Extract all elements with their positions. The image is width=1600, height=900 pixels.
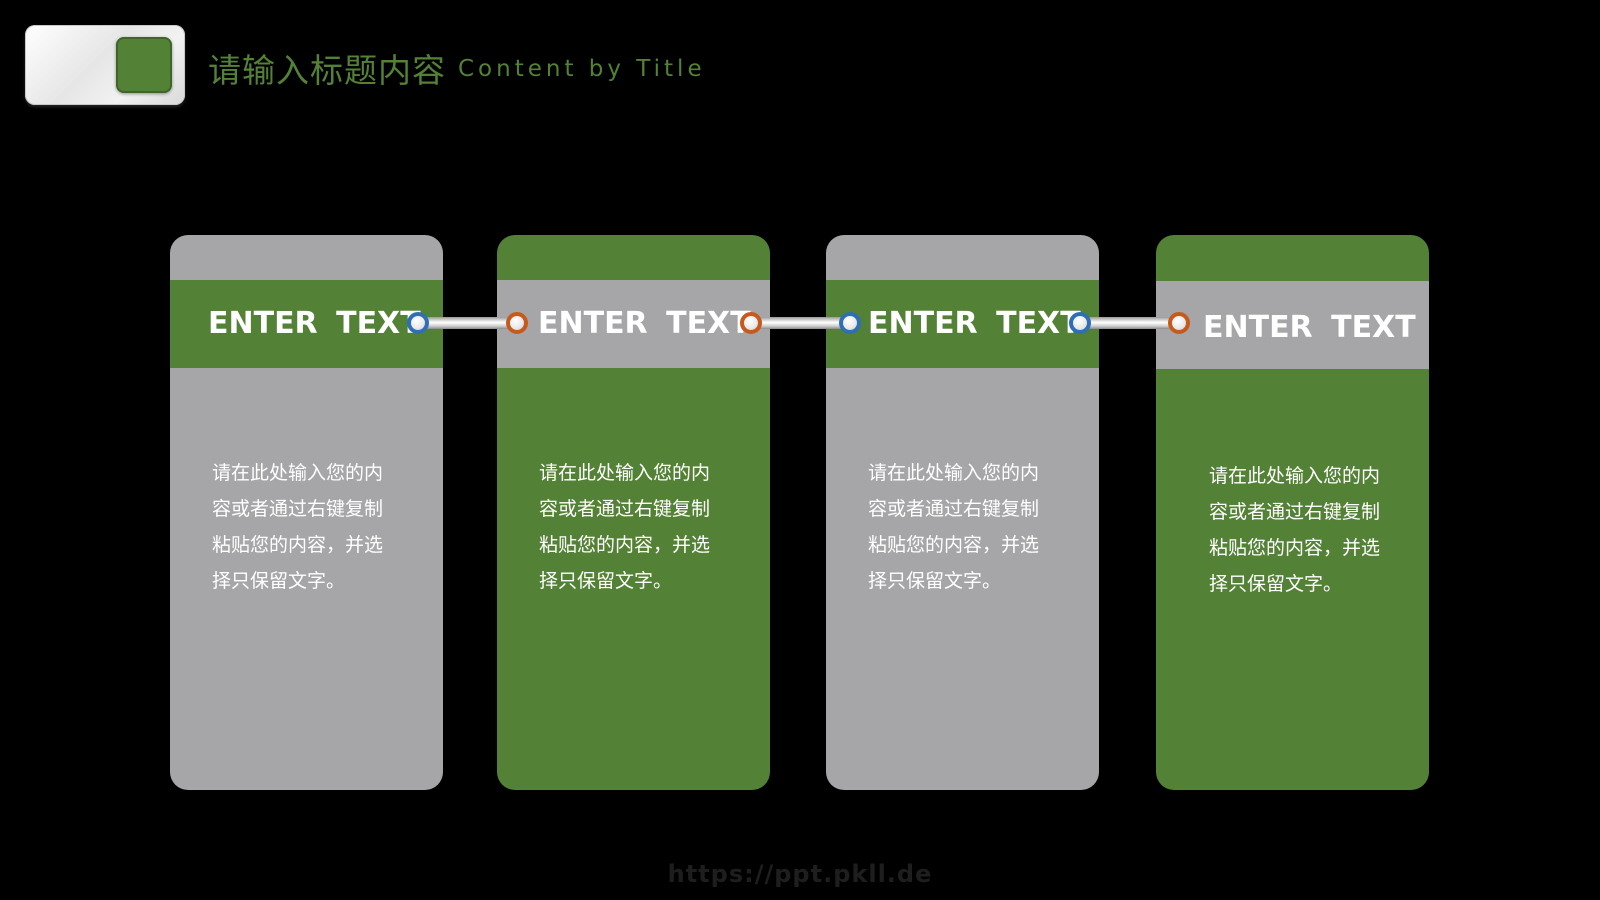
- card-3-heading-band: ENTER TEXT: [826, 280, 1099, 368]
- card-1-line-3: 粘贴您的内容，并选: [212, 534, 384, 556]
- connector-bar-3: [1080, 317, 1180, 329]
- card-1-body: 请在此处输入您的内 容或者通过右键复制 粘贴您的内容，并选 择只保留文字。: [212, 455, 402, 599]
- logo-toggle-knob: [116, 37, 172, 93]
- connector-node-icon: [1168, 312, 1190, 334]
- card-3-line-3: 粘贴您的内容，并选: [868, 534, 1040, 556]
- card-4-heading-band: ENTER TEXT: [1156, 281, 1429, 369]
- card-4-line-3: 粘贴您的内容，并选: [1209, 537, 1381, 559]
- card-1-heading-band: ENTER TEXT: [170, 280, 443, 368]
- card-3-line-4: 择只保留文字。: [868, 570, 1002, 592]
- card-1: ENTER TEXT 请在此处输入您的内 容或者通过右键复制 粘贴您的内容，并选…: [170, 235, 443, 790]
- card-2-line-4: 择只保留文字。: [539, 570, 673, 592]
- card-4-body: 请在此处输入您的内 容或者通过右键复制 粘贴您的内容，并选 择只保留文字。: [1209, 458, 1399, 602]
- card-3-heading: ENTER TEXT: [868, 306, 1081, 341]
- connector-bar-1: [418, 317, 518, 329]
- card-4-line-2: 容或者通过右键复制: [1209, 501, 1381, 523]
- card-3-line-1: 请在此处输入您的内: [868, 462, 1040, 484]
- card-1-line-2: 容或者通过右键复制: [212, 498, 384, 520]
- card-4: ENTER TEXT 请在此处输入您的内 容或者通过右键复制 粘贴您的内容，并选…: [1156, 235, 1429, 790]
- card-2-heading-band: ENTER TEXT: [497, 280, 770, 368]
- connector-node-icon: [506, 312, 528, 334]
- connector-node-icon: [740, 312, 762, 334]
- card-2-line-2: 容或者通过右键复制: [539, 498, 711, 520]
- connector-node-icon: [1069, 312, 1091, 334]
- card-3-body: 请在此处输入您的内 容或者通过右键复制 粘贴您的内容，并选 择只保留文字。: [868, 455, 1058, 599]
- card-1-line-4: 择只保留文字。: [212, 570, 346, 592]
- card-3: ENTER TEXT 请在此处输入您的内 容或者通过右键复制 粘贴您的内容，并选…: [826, 235, 1099, 790]
- watermark: https://ppt.pkll.de: [667, 860, 933, 888]
- page-title: 请输入标题内容: [208, 51, 446, 90]
- card-1-heading: ENTER TEXT: [208, 306, 421, 341]
- card-1-line-1: 请在此处输入您的内: [212, 462, 384, 484]
- card-3-line-2: 容或者通过右键复制: [868, 498, 1040, 520]
- card-2-line-1: 请在此处输入您的内: [539, 462, 711, 484]
- logo-toggle: [25, 25, 185, 105]
- connector-bar-2: [750, 317, 850, 329]
- connector-node-icon: [839, 312, 861, 334]
- card-4-line-4: 择只保留文字。: [1209, 573, 1343, 595]
- connector-node-icon: [407, 312, 429, 334]
- card-4-heading: ENTER TEXT: [1203, 310, 1416, 345]
- card-2-heading: ENTER TEXT: [538, 306, 751, 341]
- card-4-line-1: 请在此处输入您的内: [1209, 465, 1381, 487]
- card-2: ENTER TEXT 请在此处输入您的内 容或者通过右键复制 粘贴您的内容，并选…: [497, 235, 770, 790]
- page-subtitle: Content by Title: [458, 56, 706, 82]
- card-2-line-3: 粘贴您的内容，并选: [539, 534, 711, 556]
- card-2-body: 请在此处输入您的内 容或者通过右键复制 粘贴您的内容，并选 择只保留文字。: [539, 455, 729, 599]
